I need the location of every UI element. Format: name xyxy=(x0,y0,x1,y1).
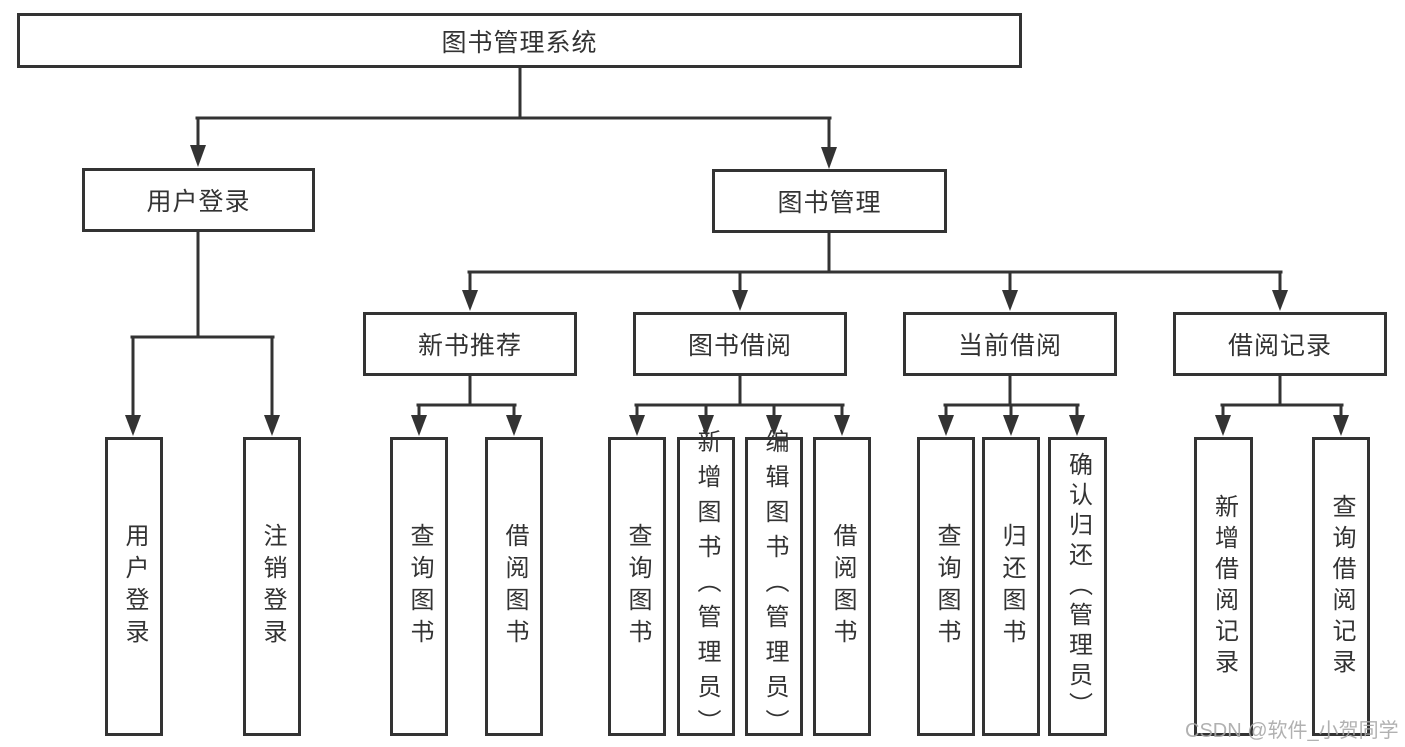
node-label: 查询图书 xyxy=(624,522,651,651)
node-label: 注销登录 xyxy=(259,522,286,651)
leaf-user-login: 用户登录 xyxy=(105,437,163,736)
leaf-edit-book-admin: 编辑图书（管理员） xyxy=(745,429,803,744)
node-book-management: 图书管理 xyxy=(712,169,947,233)
node-new-book-recommend: 新书推荐 xyxy=(363,312,577,376)
csdn-watermark: CSDN @软件_小贺同学 xyxy=(1185,720,1399,742)
node-label: 查询图书 xyxy=(406,522,433,651)
leaf-logout: 注销登录 xyxy=(243,437,301,736)
node-label: 当前借阅 xyxy=(957,332,1062,360)
node-book-borrow: 图书借阅 xyxy=(633,312,847,376)
node-user-login: 用户登录 xyxy=(82,168,315,232)
node-label: 编辑图书（管理员） xyxy=(761,429,788,744)
node-label: 确认归还（管理员） xyxy=(1064,451,1092,722)
node-label: 借阅图书 xyxy=(829,522,856,651)
node-root-system: 图书管理系统 xyxy=(17,13,1022,68)
node-label: 用户登录 xyxy=(121,522,148,651)
node-label: 新增借阅记录 xyxy=(1210,493,1238,680)
node-label: 新书推荐 xyxy=(417,332,522,360)
leaf-query-book-recommend: 查询图书 xyxy=(390,437,448,736)
node-label: 借阅图书 xyxy=(501,522,528,651)
leaf-add-borrow-record: 新增借阅记录 xyxy=(1194,437,1253,736)
leaf-confirm-return-admin: 确认归还（管理员） xyxy=(1048,437,1107,736)
node-label: 图书管理 xyxy=(777,189,882,217)
leaf-borrow-book-recommend: 借阅图书 xyxy=(485,437,543,736)
node-label: 新增图书（管理员） xyxy=(693,429,720,744)
node-label: 图书管理系统 xyxy=(441,28,598,57)
tree-edges xyxy=(130,66,1344,422)
node-label: 归还图书 xyxy=(998,522,1025,651)
leaf-query-borrow-record: 查询借阅记录 xyxy=(1312,437,1370,736)
node-label: 图书借阅 xyxy=(687,332,792,360)
node-label: 查询借阅记录 xyxy=(1328,493,1355,680)
arrow-heads xyxy=(125,145,1349,436)
node-label: 查询图书 xyxy=(933,522,960,651)
node-borrow-record: 借阅记录 xyxy=(1173,312,1387,376)
node-label: 用户登录 xyxy=(146,188,251,216)
leaf-borrow-book: 借阅图书 xyxy=(813,437,871,736)
leaf-add-book-admin: 新增图书（管理员） xyxy=(677,429,735,744)
node-current-borrow: 当前借阅 xyxy=(903,312,1117,376)
node-label: 借阅记录 xyxy=(1227,332,1332,360)
leaf-query-book-current: 查询图书 xyxy=(917,437,975,736)
leaf-query-book-borrow: 查询图书 xyxy=(608,437,666,736)
leaf-return-book: 归还图书 xyxy=(982,437,1040,736)
